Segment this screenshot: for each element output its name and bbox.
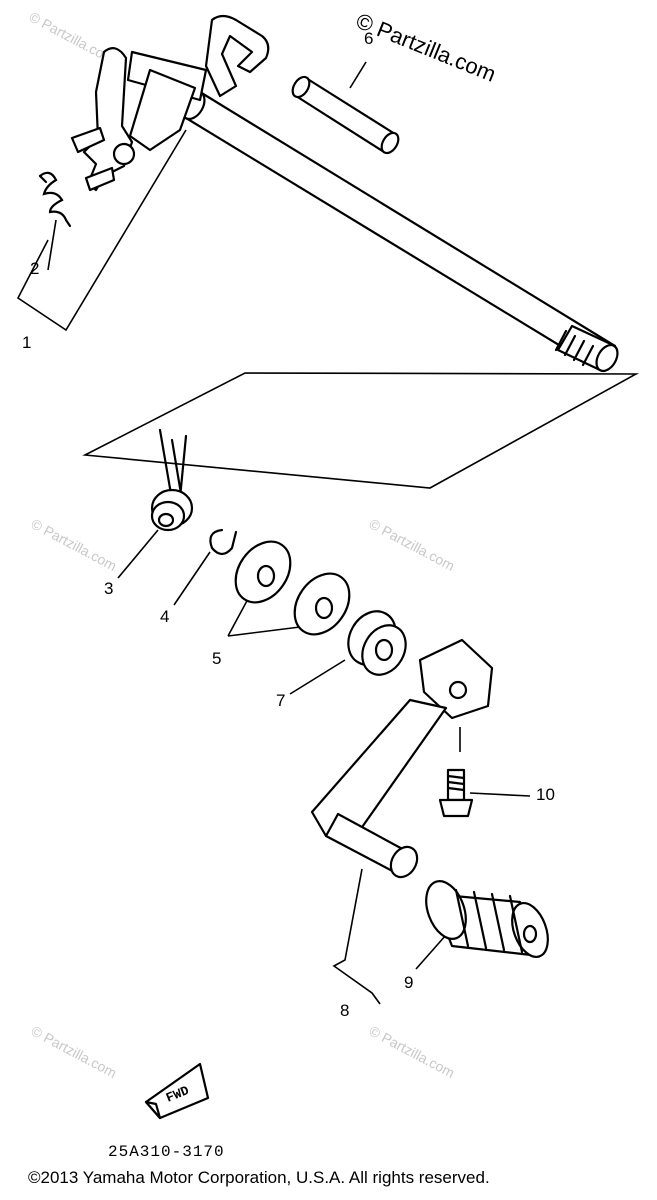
shift-shaft — [70, 14, 619, 373]
catalog-code: 25A310-3170 — [108, 1143, 225, 1161]
fwd-arrow-icon: FWD — [144, 1062, 210, 1120]
shift-pedal — [310, 638, 494, 879]
pedal-rubber — [425, 880, 549, 958]
bolt — [438, 768, 474, 818]
oil-seal — [347, 610, 407, 676]
return-spring-small — [38, 171, 72, 228]
callout-6: 6 — [364, 29, 373, 48]
callout-7: 7 — [276, 691, 285, 710]
callout-10: 10 — [536, 785, 555, 804]
watermark-3: © Partzilla.com — [367, 516, 458, 574]
shaft-pin — [291, 75, 400, 155]
torsion-spring — [150, 428, 194, 532]
watermarks: © Partzilla.com © Partzilla.com © Partzi… — [27, 9, 458, 1081]
watermark-5: © Partzilla.com — [367, 1023, 458, 1081]
watermark-2: © Partzilla.com — [29, 516, 120, 574]
copyright-notice: ©2013 Yamaha Motor Corporation, U.S.A. A… — [28, 1168, 490, 1187]
callout-5: 5 — [212, 649, 221, 668]
callout-9: 9 — [404, 973, 413, 992]
callout-8: 8 — [340, 1001, 349, 1020]
callout-numbers: 2 1 6 3 4 5 7 10 9 8 — [22, 29, 555, 1020]
callout-1: 1 — [22, 333, 31, 352]
circlip — [209, 528, 238, 556]
callout-3: 3 — [104, 579, 113, 598]
washers — [234, 540, 351, 636]
callout-4: 4 — [160, 607, 169, 626]
callout-2: 2 — [30, 259, 39, 278]
watermark-4: © Partzilla.com — [29, 1023, 120, 1081]
